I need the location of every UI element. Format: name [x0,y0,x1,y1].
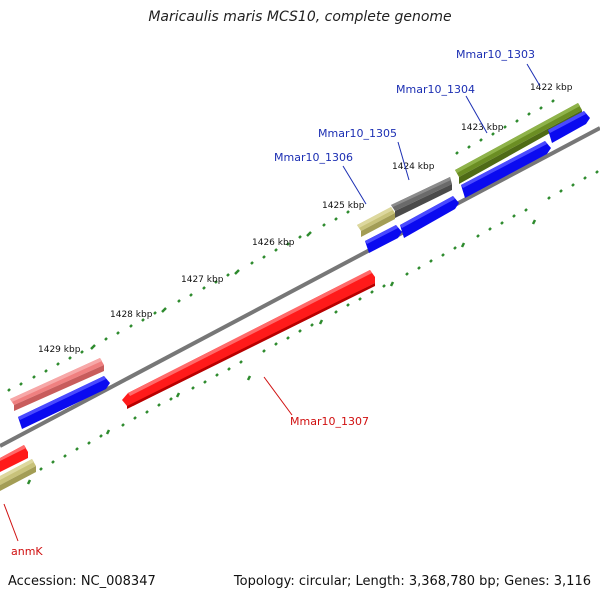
tick-label-1427: 1427 kbp [181,275,224,285]
upper-tick-track [7,99,555,392]
lower-tick-track [26,170,599,485]
leader-anmK [3,503,19,542]
leader-1306 [342,165,367,205]
accession-label: Accession: NC_008347 [8,574,156,589]
tick-label-1424: 1424 kbp [392,162,435,172]
cds-arrow-anmK[interactable] [0,445,28,472]
map-title: Maricaulis maris MCS10, complete genome [148,9,452,25]
gene-label-1304[interactable]: Mmar10_1304 [396,83,475,96]
cds-arrow-1306[interactable] [365,225,402,253]
tick-label-1422: 1422 kbp [530,83,573,93]
tick-label-1426: 1426 kbp [252,238,295,248]
gene-label-1307[interactable]: Mmar10_1307 [290,415,369,428]
leader-1304 [465,95,488,134]
feature-khaki-1306[interactable] [357,207,395,237]
tick-label-1425: 1425 kbp [322,201,365,211]
cds-arrow-1303[interactable] [548,111,590,143]
gene-label-1303[interactable]: Mmar10_1303 [456,48,535,61]
cds-arrow-1429[interactable] [18,376,110,429]
leader-1303 [526,63,541,87]
gene-label-1306[interactable]: Mmar10_1306 [274,151,353,164]
cds-arrow-1305[interactable] [400,196,459,238]
cds-arrow-1304[interactable] [461,141,551,198]
leader-1305 [397,141,410,181]
tick-label-1429: 1429 kbp [38,345,81,355]
genome-backbone [0,126,600,448]
cds-arrow-1307[interactable] [122,270,375,409]
gene-label-anmK[interactable]: anmK [11,545,43,558]
tick-label-1428: 1428 kbp [110,310,153,320]
feature-pink-1429[interactable] [10,358,104,411]
topology-label: Topology: circular; Length: 3,368,780 bp… [233,574,591,589]
leader-1307 [263,376,293,416]
gene-label-1305[interactable]: Mmar10_1305 [318,127,397,140]
feature-khaki-left[interactable] [0,459,36,491]
feature-gray-1305[interactable] [391,177,452,218]
tick-label-1423: 1423 kbp [461,123,504,133]
